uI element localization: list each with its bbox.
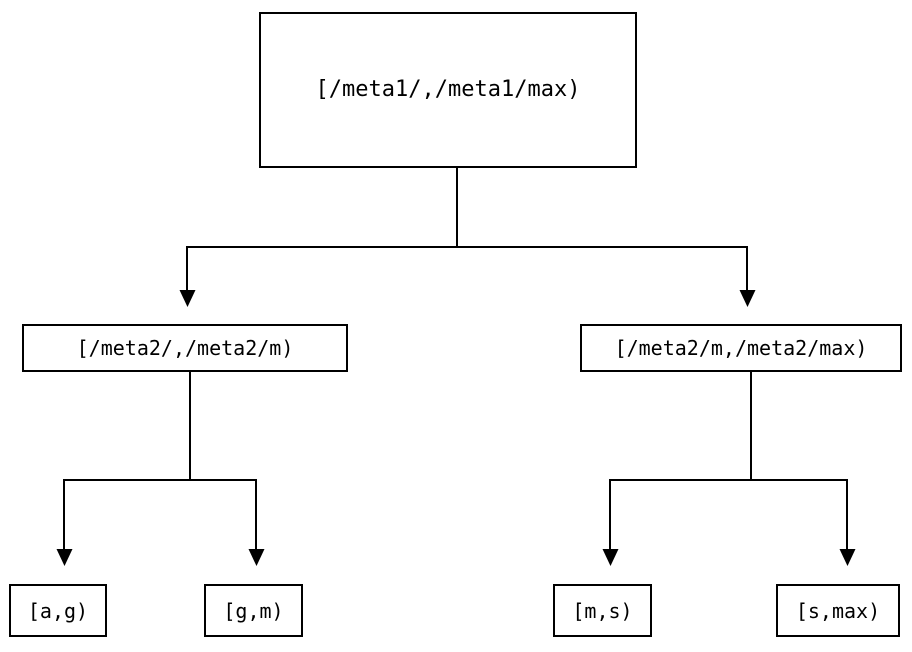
tree-node-leaf-gm: [g,m)	[204, 584, 303, 637]
arrowhead-icon-mid-right-to-leaf-ms	[602, 549, 619, 566]
arrowhead-icon-root-to-mid-right	[739, 290, 756, 307]
tree-node-leaf-ag: [a,g)	[9, 584, 107, 637]
tree-node-mid-right: [/meta2/m,/meta2/max)	[580, 324, 902, 372]
arrowhead-icon-root-to-mid-left	[179, 290, 196, 307]
tree-node-leaf-gm-label: [g,m)	[223, 598, 284, 623]
tree-node-mid-left: [/meta2/,/meta2/m)	[22, 324, 348, 372]
tree-node-root-label: [/meta1/,/meta1/max)	[315, 77, 581, 102]
tree-node-leaf-smax-label: [s,max)	[795, 598, 881, 623]
tree-node-leaf-ms-label: [m,s)	[572, 598, 633, 623]
arrowhead-icon-mid-left-to-leaf-ag	[56, 549, 73, 566]
arrowhead-icon-mid-right-to-leaf-smax	[839, 549, 856, 566]
tree-node-leaf-ag-label: [a,g)	[27, 598, 89, 623]
tree-node-leaf-smax: [s,max)	[776, 584, 900, 637]
tree-node-mid-right-label: [/meta2/m,/meta2/max)	[614, 336, 868, 360]
tree-node-root: [/meta1/,/meta1/max)	[259, 12, 637, 168]
arrowhead-icon-mid-left-to-leaf-gm	[248, 549, 265, 566]
tree-node-mid-left-label: [/meta2/,/meta2/m)	[76, 336, 294, 360]
tree-node-leaf-ms: [m,s)	[553, 584, 652, 637]
